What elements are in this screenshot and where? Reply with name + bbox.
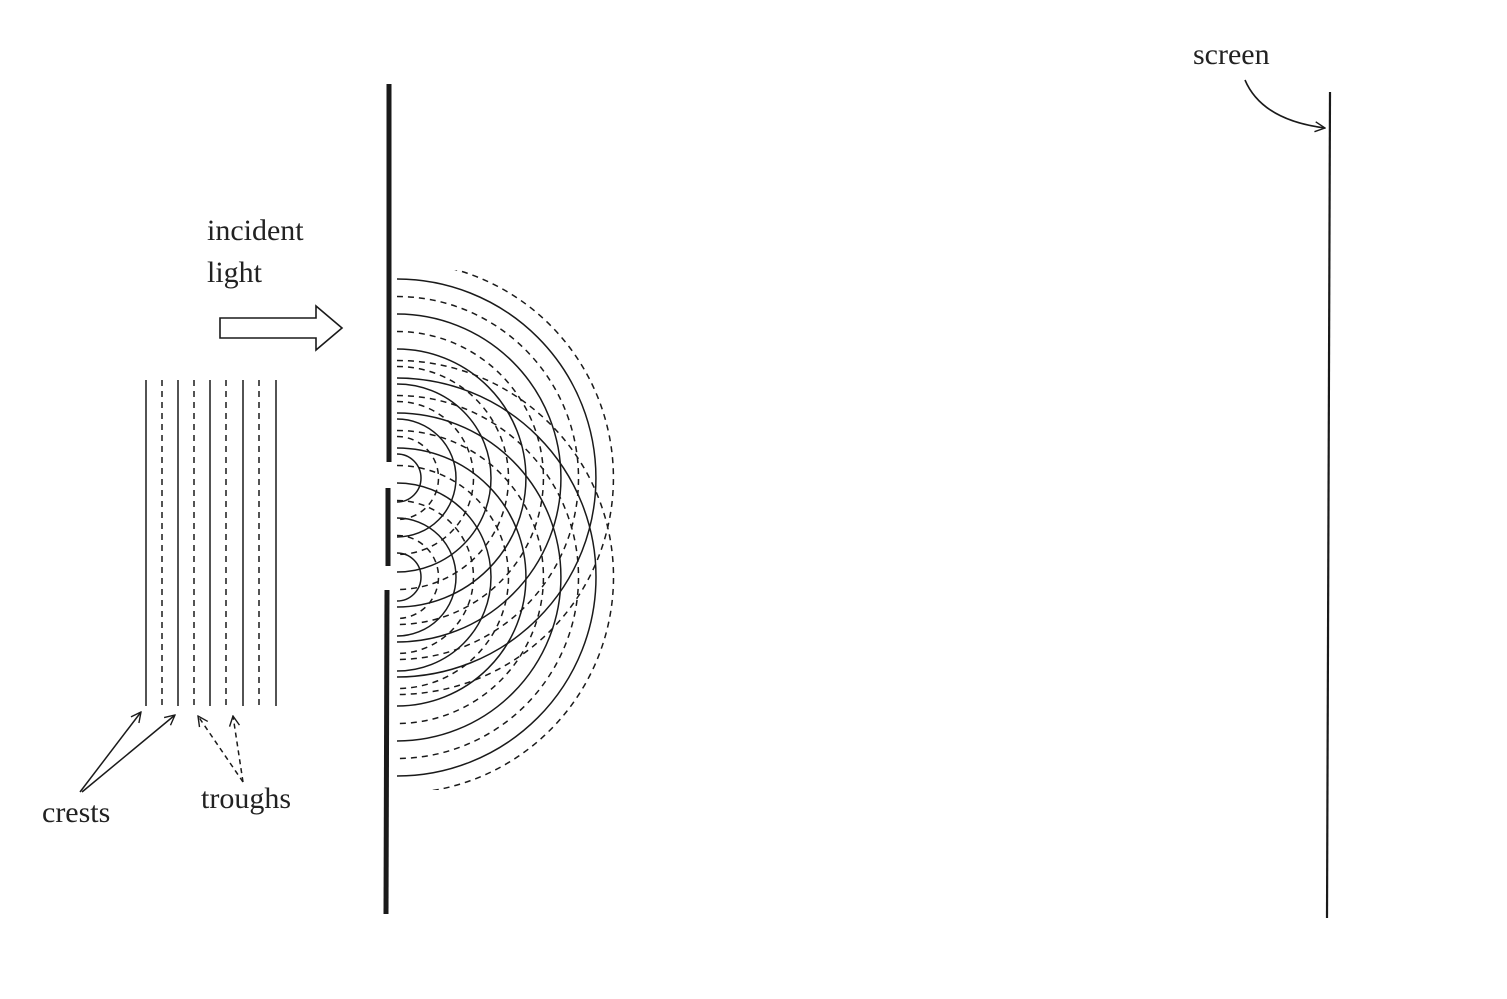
upper-slit-trough-arc [396,270,615,696]
troughs-pointer-arrows [198,716,244,783]
lower-slit-crest-arc [396,517,457,637]
lower-slit-trough-arc [396,429,545,725]
screen-line [1325,91,1332,919]
upper-slit-trough-arc [396,435,440,521]
incident-light-label-line1: incident [207,214,304,247]
lower-slit-crest-arc [396,447,527,707]
lower-slit-trough-arc [396,534,440,620]
upper-slit-trough-arc [396,365,510,591]
lower-slit-crest-arc [396,552,422,602]
lower-slit-trough-arc [396,394,580,760]
crests-pointer-arrows [79,712,175,793]
lower-slit-crest-arc [396,377,597,777]
barrier [383,84,392,915]
lower-slit-crest-arc [396,412,562,742]
incident-light-arrow-icon [219,304,344,352]
upper-slit-crest-arc [396,313,562,643]
lower-slit-trough-arc [396,359,615,790]
upper-slit-crest-arc [396,348,527,608]
upper-slit-crest-arc [396,383,492,573]
lower-slit-crest-arc [396,482,492,672]
lower-slit-trough-arc [396,499,475,655]
screen-label: screen [1193,38,1270,71]
upper-slit-crest-arc [396,278,597,678]
plane-wavefronts [145,380,277,706]
lower-slit-trough-arc [396,464,510,690]
incident-light-label-line2: light [207,256,263,289]
upper-slit-trough-arc [396,330,545,626]
upper-slit-trough-arc [396,295,580,661]
upper-slit-crest-arc [396,418,457,538]
troughs-label: troughs [201,782,291,815]
crests-label: crests [42,796,110,829]
diffracted-wavefronts [396,270,615,790]
upper-slit-trough-arc [396,400,475,556]
upper-slit-crest-arc [396,453,422,503]
screen-pointer-arrow [1244,79,1325,128]
